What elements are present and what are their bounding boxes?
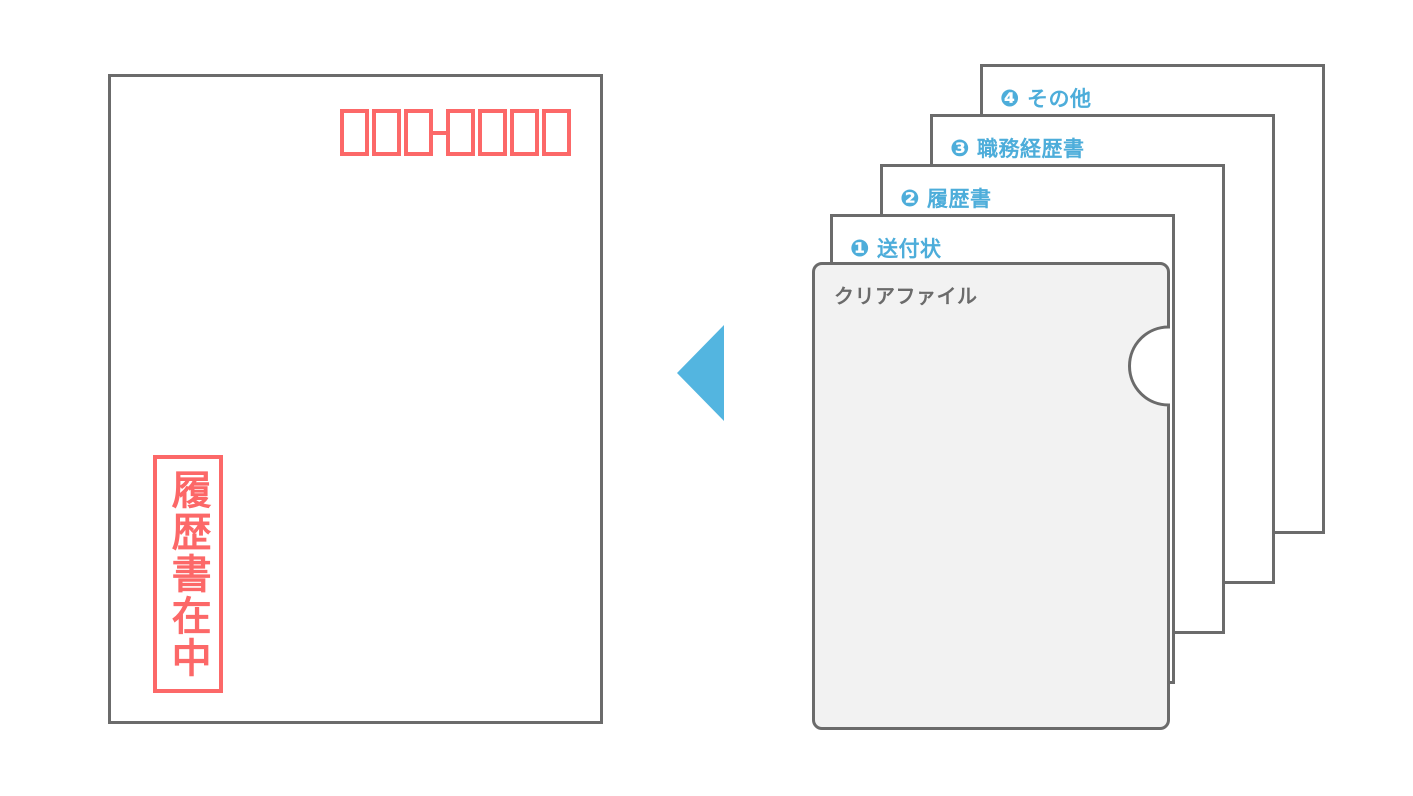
circled-number-2-icon: ❷ <box>900 184 920 211</box>
clear-file-folder: クリアファイル <box>812 262 1170 730</box>
postal-code-box-6 <box>510 109 539 156</box>
clear-file-label: クリアファイル <box>834 286 978 308</box>
postal-code-box-7 <box>542 109 571 156</box>
document-stack: ❹ その他 ❸ 職務経歴書 ❷ 履歴書 ❶ 送付状 <box>780 50 1380 770</box>
circled-number-1-icon: ❶ <box>850 234 870 261</box>
postal-code-box-3 <box>404 109 433 156</box>
postal-code-boxes <box>340 109 571 156</box>
postal-code-box-2 <box>372 109 401 156</box>
document-sheet-resume-text: 履歴書 <box>926 188 992 211</box>
document-sheet-cover-letter-text: 送付状 <box>876 238 942 261</box>
resume-enclosed-stamp-text: 履歴書在中 <box>164 469 212 679</box>
clear-file-shape <box>812 262 1170 730</box>
document-sheet-resume-label: ❷ 履歴書 <box>900 183 991 213</box>
circled-number-3-icon: ❸ <box>950 134 970 161</box>
resume-enclosed-stamp: 履歴書在中 <box>153 455 223 693</box>
postal-code-box-4 <box>446 109 475 156</box>
circled-number-4-icon: ❹ <box>1000 84 1020 111</box>
document-sheet-work-history-text: 職務経歴書 <box>976 138 1085 161</box>
postal-code-hyphen-icon <box>433 130 446 135</box>
left-arrow-icon <box>677 325 724 421</box>
postal-code-box-5 <box>478 109 507 156</box>
document-sheet-other-text: その他 <box>1026 88 1092 111</box>
document-sheet-work-history-label: ❸ 職務経歴書 <box>950 133 1084 163</box>
document-sheet-cover-letter-label: ❶ 送付状 <box>850 233 941 263</box>
postal-code-box-1 <box>340 109 369 156</box>
document-sheet-other-label: ❹ その他 <box>1000 83 1091 113</box>
envelope: 履歴書在中 <box>108 74 603 724</box>
